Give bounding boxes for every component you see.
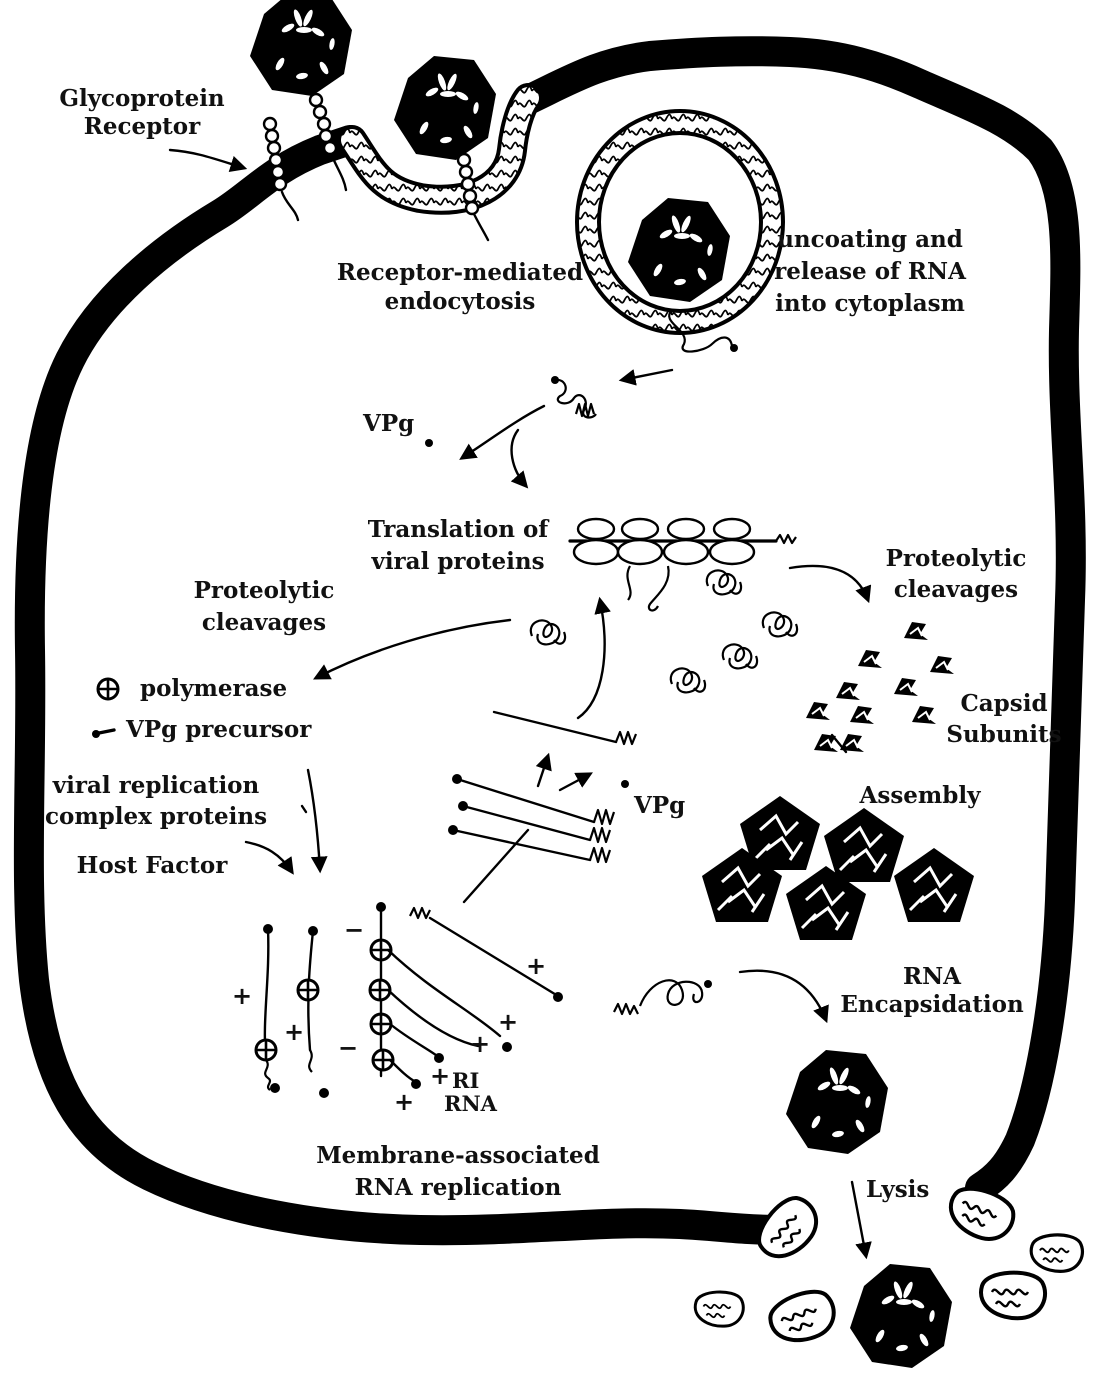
label-proteolytic-left-1: Proteolytic [194, 577, 335, 604]
vpg-dot [425, 439, 433, 447]
label-rna: RNA [903, 963, 962, 990]
label-rna-replication: RNA replication [355, 1174, 562, 1201]
label-replication-complex-2: complex proteins [45, 803, 267, 830]
polysome [570, 519, 796, 610]
label-subunits: Subunits [946, 721, 1061, 748]
rna-for-encapsidation [614, 980, 712, 1014]
cleaved-proteins [531, 612, 797, 692]
label-uncoating-1: uncoating and [777, 226, 963, 253]
label-endocytosis-2: endocytosis [385, 288, 536, 315]
svg-text:+: + [470, 1030, 490, 1058]
procapsids [702, 796, 974, 940]
mature-virion [786, 1050, 888, 1154]
svg-text:−: − [344, 916, 364, 944]
label-vpg-precursor: VPg precursor [125, 716, 312, 743]
svg-text:+: + [284, 1018, 304, 1046]
svg-text:+: + [498, 1008, 518, 1036]
vpg-precursor-symbol [92, 730, 114, 738]
label-encapsidation: Encapsidation [840, 991, 1024, 1018]
svg-text:+: + [526, 952, 546, 980]
label-endocytosis-1: Receptor-mediated [337, 259, 583, 286]
label-vpg-mid: VPg [633, 792, 685, 819]
label-replication-complex-1: viral replication [52, 772, 260, 799]
label-ri-rna: RNA [444, 1091, 498, 1116]
capsid-subunits [806, 622, 954, 752]
svg-text:+: + [394, 1088, 414, 1116]
virion-in-endosome [628, 198, 730, 302]
label-lysis: Lysis [866, 1176, 929, 1203]
replication-complex [256, 902, 563, 1098]
label-receptor: Receptor [84, 113, 201, 140]
virion-binding [394, 56, 496, 160]
released-virion [850, 1264, 952, 1368]
label-uncoating-3: into cytoplasm [775, 290, 965, 317]
polymerase-symbol [98, 679, 118, 699]
svg-text:−: − [338, 1034, 358, 1062]
label-proteolytic-left-2: cleavages [202, 609, 326, 636]
svg-text:+: + [232, 982, 252, 1010]
label-uncoating-2: release of RNA [774, 258, 967, 285]
label-proteolytic-right-1: Proteolytic [886, 545, 1027, 572]
label-proteolytic-right-2: cleavages [894, 576, 1018, 603]
label-ri: RI [452, 1068, 479, 1093]
new-rna-strands [302, 712, 636, 862]
label-membrane-associated: Membrane-associated [316, 1142, 600, 1169]
label-polymerase: polymerase [140, 675, 287, 702]
cytoplasmic-rna [425, 376, 596, 447]
label-host-factor: Host Factor [77, 852, 229, 879]
label-assembly: Assembly [859, 782, 982, 809]
label-vpg-top: VPg [362, 410, 414, 437]
label-capsid: Capsid [960, 690, 1047, 717]
svg-text:+: + [430, 1062, 450, 1090]
label-glycoprotein: Glycoprotein [59, 85, 225, 112]
label-translation-1: Translation of [368, 516, 551, 543]
label-translation-2: viral proteins [370, 548, 544, 575]
virion-attaching [250, 0, 352, 96]
